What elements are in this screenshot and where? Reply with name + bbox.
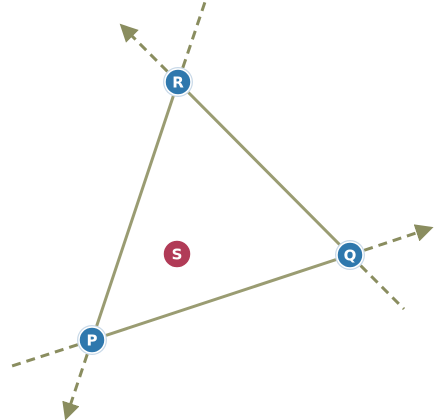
point-p-marker [78,326,106,354]
segment-rq [176,80,352,257]
point-p: P [77,325,107,355]
ray-p-down [62,339,94,420]
point-q-marker [336,241,364,269]
point-r-label: R [172,74,184,92]
segment-pr [90,81,180,341]
point-s-label: S [172,246,183,264]
segment-qp [91,253,351,342]
point-q: Q [335,240,365,270]
point-s-marker [162,239,192,269]
ray-q-right [349,224,434,257]
point-r: R [163,67,193,97]
ray-r-upper-left [119,23,180,84]
point-s: S [162,239,192,269]
ray-q-down-right [348,253,406,311]
point-r-marker [164,68,192,96]
point-q-label: Q [344,247,357,265]
point-p-label: P [87,332,98,350]
